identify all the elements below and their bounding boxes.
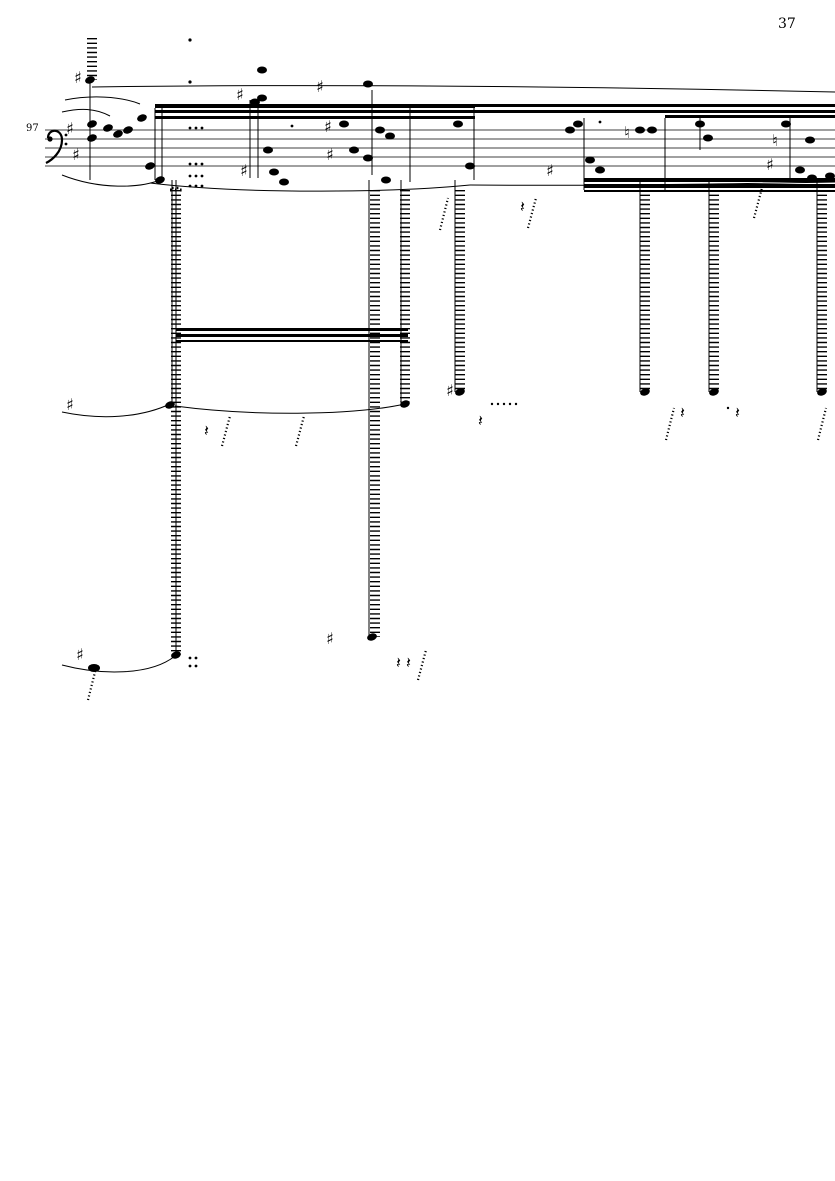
svg-text:𝄽: 𝄽 — [204, 421, 209, 440]
svg-text:𝄽: 𝄽 — [478, 411, 483, 430]
svg-text:♯: ♯ — [66, 395, 74, 414]
noteheads — [85, 66, 835, 672]
svg-text:♮: ♮ — [624, 123, 630, 142]
svg-text:𝄽: 𝄽 — [520, 197, 525, 216]
svg-text:♯: ♯ — [316, 77, 324, 96]
svg-text:♯: ♯ — [240, 161, 248, 180]
svg-text:♯: ♯ — [66, 119, 74, 138]
stems — [89, 80, 818, 637]
svg-text:♯: ♯ — [326, 629, 334, 648]
svg-text:♯: ♯ — [326, 145, 334, 164]
beams — [155, 104, 835, 342]
measure-number: 97 — [26, 123, 39, 134]
svg-text:♯: ♯ — [446, 381, 454, 400]
svg-text:𝄽: 𝄽 — [396, 653, 401, 672]
svg-text:𝄽: 𝄽 — [735, 403, 740, 422]
svg-text:♮: ♮ — [772, 131, 778, 150]
svg-text:♯: ♯ — [76, 645, 84, 664]
ledger-columns — [87, 38, 827, 655]
rest-icons: 𝄽 𝄽 𝄽 𝄽 𝄽 𝄽 𝄽 — [204, 197, 740, 672]
svg-text:♯: ♯ — [74, 68, 82, 87]
sharp-icons: ♯ ♯ ♯ ♯ ♯ ♯ ♯ ♯ ♯ ♯ ♯ ♯ ♯ ♯ ♮ ♮ — [66, 68, 778, 664]
page-number: 37 — [778, 16, 796, 32]
svg-text:𝄽: 𝄽 — [406, 653, 411, 672]
grace-note-flags — [86, 187, 828, 701]
augmentation-dots — [188, 38, 730, 668]
svg-text:♯: ♯ — [324, 117, 332, 136]
svg-text:♯: ♯ — [72, 145, 80, 164]
staff-lines — [45, 129, 835, 167]
svg-text:♯: ♯ — [766, 155, 774, 174]
bass-clef-icon — [45, 129, 68, 164]
svg-text:♯: ♯ — [236, 85, 244, 104]
svg-text:𝄽: 𝄽 — [680, 403, 685, 422]
svg-text:♯: ♯ — [546, 161, 554, 180]
